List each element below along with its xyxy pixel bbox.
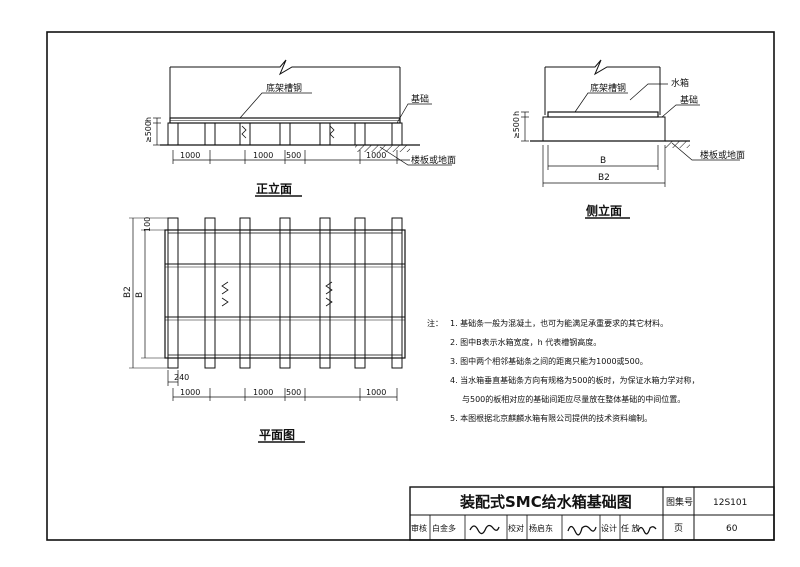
plan-dim-4: 1000 xyxy=(366,388,386,397)
note-4-cont: 与500的板相对应的基础间距应尽量放在整体基础的中间位置。 xyxy=(462,395,686,404)
plan-dim-b: B xyxy=(135,292,145,298)
reviewer-signature xyxy=(469,524,500,535)
drawing-title: 装配式SMC给水箱基础图 xyxy=(459,493,632,511)
plan-dim-1: 1000 xyxy=(180,388,200,397)
page-number: 60 xyxy=(726,524,738,534)
title-block xyxy=(409,486,775,541)
note-1: 1. 基础条一般为混凝土，也可为能满足承重要求的其它材料。 xyxy=(450,319,669,328)
plan-dim-100: 100 xyxy=(143,217,152,232)
review-label: 审核 xyxy=(411,523,427,533)
drawing-border xyxy=(46,31,775,541)
side-dim-b2: B2 xyxy=(598,173,610,183)
atlas-number: 12S101 xyxy=(713,498,747,508)
front-dim-1: 1000 xyxy=(180,151,200,160)
side-h-label: h xyxy=(512,111,521,116)
front-dim-3: 500 xyxy=(286,151,301,160)
side-elevation xyxy=(521,59,740,219)
plan-view xyxy=(129,217,406,443)
design-label: 设计 xyxy=(601,523,617,533)
note-3: 3. 图中两个相邻基础条之间的距离只能为1000或500。 xyxy=(450,357,648,366)
plan-dim-b2: B2 xyxy=(123,286,133,298)
side-channel-label: 底架槽钢 xyxy=(590,82,626,94)
atlas-label: 图集号 xyxy=(666,496,693,508)
front-elevation xyxy=(153,59,452,197)
front-dim-2: 1000 xyxy=(253,151,273,160)
front-h-label: h xyxy=(144,117,153,122)
front-floor-label: 楼板或地面 xyxy=(411,154,456,166)
side-foundation-label: 基础 xyxy=(680,94,698,106)
reviewer-name: 白金多 xyxy=(432,523,456,533)
front-view-title: 正立面 xyxy=(256,181,292,196)
front-foundation-label: 基础 xyxy=(411,93,429,105)
page-label: 页 xyxy=(674,523,683,534)
notes-prefix: 注： xyxy=(427,319,443,328)
side-floor-label: 楼板或地面 xyxy=(700,149,745,161)
note-2: 2. 图中B表示水箱宽度，h 代表槽钢高度。 xyxy=(450,338,602,347)
designer-name: 任 放 xyxy=(621,523,640,533)
side-dim-b: B xyxy=(600,156,606,166)
front-dim-4: 1000 xyxy=(366,151,386,160)
checker-name: 杨启东 xyxy=(529,523,553,533)
plan-dim-3: 500 xyxy=(286,388,301,397)
note-4: 4. 当水箱垂直基础条方向有规格为500的板时，为保证水箱力学对称， xyxy=(450,376,700,385)
plan-dim-240: 240 xyxy=(174,373,189,382)
side-height-label: ≥500 xyxy=(512,117,521,139)
note-5: 5. 本图根据北京麒麟水箱有限公司提供的技术资料编制。 xyxy=(450,414,653,423)
designer-signature xyxy=(637,526,657,535)
side-view-title: 侧立面 xyxy=(586,203,622,218)
front-channel-label: 底架槽钢 xyxy=(266,82,302,94)
plan-view-title: 平面图 xyxy=(259,428,295,442)
checker-signature xyxy=(567,525,597,536)
plan-dim-2: 1000 xyxy=(253,388,273,397)
front-height-label: ≥500 xyxy=(144,121,153,143)
check-label: 校对 xyxy=(508,523,524,533)
side-tank-label: 水箱 xyxy=(671,77,689,89)
